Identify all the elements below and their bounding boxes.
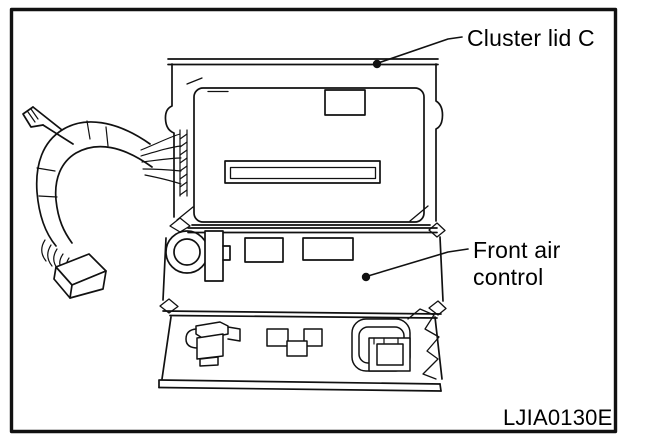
front-air-control-panel (159, 217, 447, 319)
cluster-lid-c-panel (164, 58, 444, 226)
left-connector (185, 321, 241, 367)
harness-channel (179, 129, 188, 197)
small-button (244, 237, 284, 263)
front-air-callout-line2: control (473, 264, 544, 290)
display-window (324, 89, 366, 116)
harness-branch-stub (22, 106, 74, 145)
front-air-callout-line1: Front air (473, 237, 561, 263)
harness-connector (53, 253, 107, 299)
right-connector (351, 308, 440, 380)
figure-code-label: LJIA0130E (503, 405, 613, 430)
control-knob (165, 230, 209, 274)
front-air-leader (361, 248, 469, 282)
cd-slot (224, 160, 381, 184)
cluster-lid-callout-label: Cluster lid C (467, 25, 595, 51)
knob-bracket (204, 230, 231, 282)
lower-finisher-panel (158, 308, 443, 392)
wiring-harness (22, 106, 182, 299)
audio-unit-face (186, 77, 425, 223)
harness-wires (140, 133, 182, 185)
front-air-callout-label: Front air control (473, 237, 560, 291)
figure-frame (9, 7, 618, 434)
front-air-leader-dot (361, 272, 371, 282)
cluster-lid-leader-dot (372, 59, 382, 69)
wide-button (302, 237, 354, 261)
middle-connector (266, 328, 323, 357)
cluster-lid-leader (372, 36, 463, 69)
